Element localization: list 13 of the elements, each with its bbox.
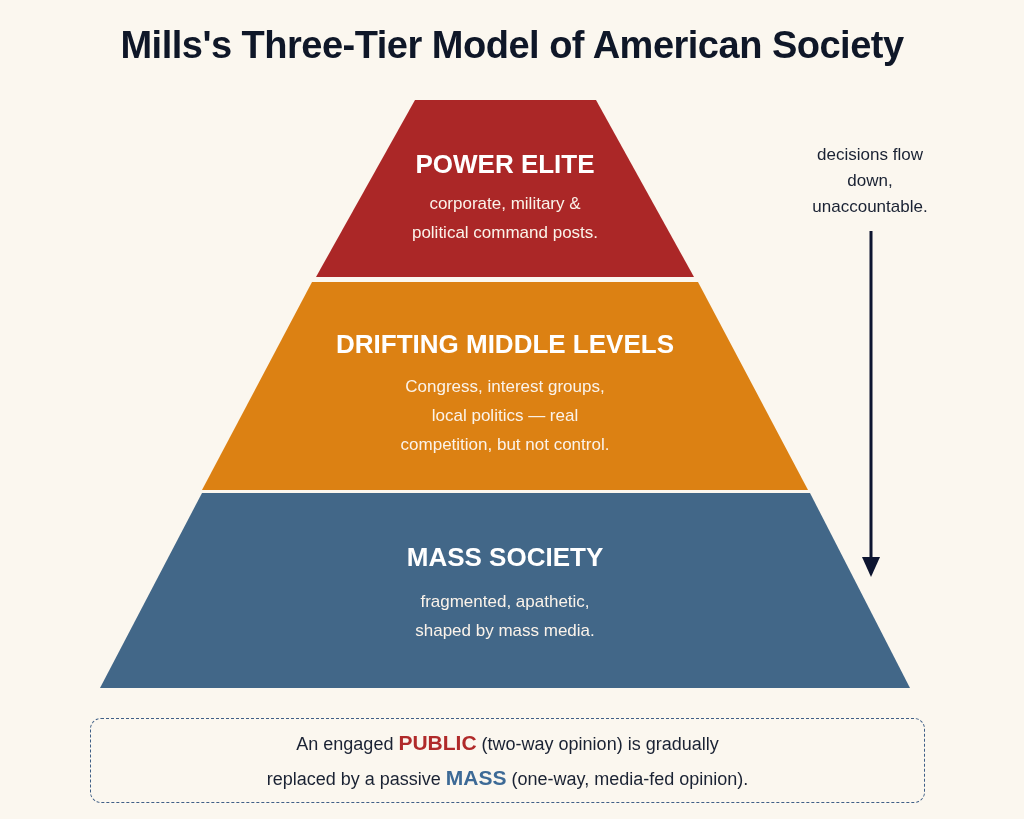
pyramid-tier: [202, 282, 808, 490]
note-panel: [90, 718, 925, 803]
pyramid-tier: [100, 493, 910, 688]
note-text: An engaged PUBLIC (two-way opinion) is gradually replaced by a passive MASS (one-way, media-fed opinion).: [265, 729, 750, 791]
tier-heading: MASS SOCIETY: [406, 542, 604, 573]
tier-heading: POWER ELITE: [415, 149, 595, 180]
tier-description: corporate, military & political command posts.: [410, 193, 600, 244]
pyramid-tier: [316, 100, 694, 277]
tier-description: fragmented, apathetic, shaped by mass media.: [414, 591, 596, 642]
tier-heading: DRIFTING MIDDLE LEVELS: [336, 329, 674, 360]
tier-description: Congress, interest groups, local politics — real competition, but not control.: [399, 376, 611, 456]
annotation-text: decisions flow down, unaccountable.: [811, 144, 929, 218]
diagram-title: Mills's Three-Tier Model of American Society: [120, 24, 904, 67]
